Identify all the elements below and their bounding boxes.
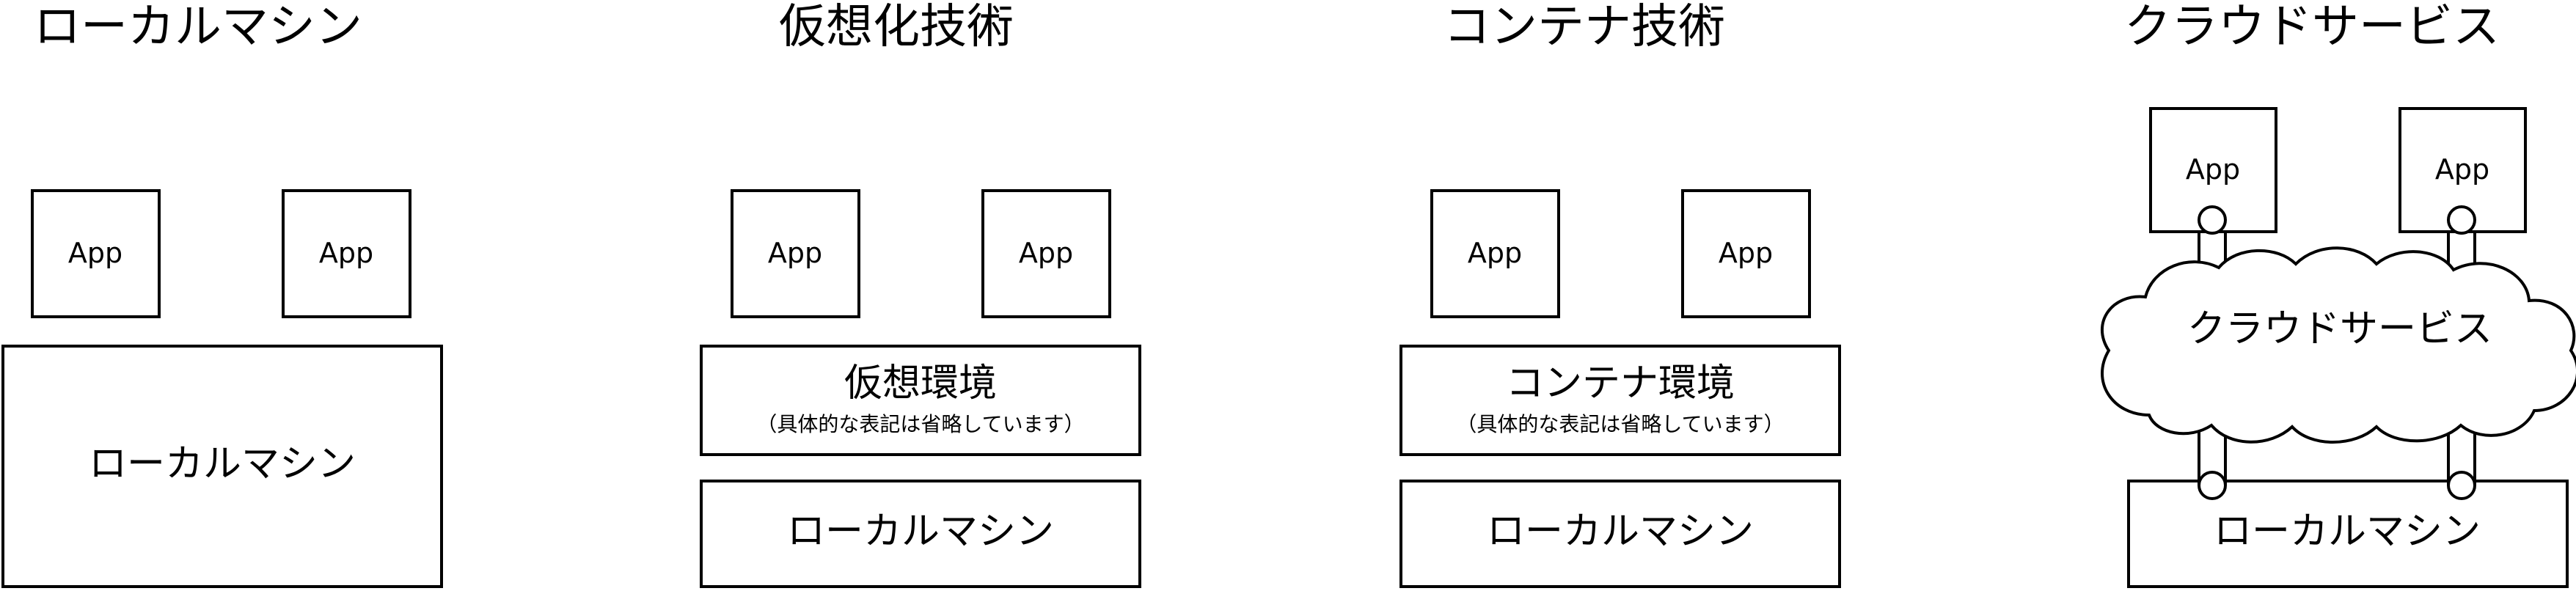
app-box	[31, 189, 161, 318]
container-environment-note: （具体的な表記は省略しています）	[1456, 412, 1784, 436]
column-cloud-service: クラウドサービス App App ローカルマシン クラウドサービス	[2100, 0, 2576, 588]
app-label: App	[1019, 237, 1073, 269]
cloud-shape	[2100, 246, 2576, 444]
column-local-machine: ローカルマシン App App ローカルマシン	[1, 0, 443, 588]
pipe-cap	[2447, 471, 2476, 500]
local-machine-box	[1, 345, 443, 588]
app-label: App	[1468, 237, 1522, 269]
container-environment-box	[1399, 345, 1841, 456]
local-machine-label: ローカルマシン	[2214, 510, 2481, 554]
app-label: App	[319, 237, 373, 269]
app-label: App	[1719, 237, 1773, 269]
column-title: 仮想化技術	[779, 0, 1014, 54]
local-machine-box	[2127, 480, 2569, 588]
app-box	[1430, 189, 1560, 318]
column-title: ローカルマシン	[34, 0, 362, 54]
local-machine-box	[1399, 480, 1841, 588]
app-box	[981, 189, 1111, 318]
pipe-cap	[2198, 471, 2227, 500]
container-environment-label: コンテナ環境	[1506, 361, 1735, 405]
cloud-service-label: クラウドサービス	[2187, 307, 2492, 351]
app-label: App	[768, 237, 822, 269]
pipe-cap	[2198, 205, 2227, 235]
app-box	[1681, 189, 1811, 318]
app-label: App	[2435, 153, 2489, 186]
column-virtualization: 仮想化技術 App App 仮想環境 （具体的な表記は省略しています） ローカル…	[700, 0, 1141, 588]
local-machine-label: ローカルマシン	[89, 442, 356, 486]
virtual-environment-box	[700, 345, 1141, 456]
app-label: App	[68, 237, 122, 269]
column-container: コンテナ技術 App App コンテナ環境 （具体的な表記は省略しています） ロ…	[1399, 0, 1841, 588]
local-machine-label: ローカルマシン	[787, 510, 1054, 554]
virtual-environment-note: （具体的な表記は省略しています）	[756, 412, 1084, 436]
local-machine-label: ローカルマシン	[1487, 510, 1754, 554]
app-label: App	[2186, 153, 2240, 186]
app-box	[282, 189, 411, 318]
virtual-environment-label: 仮想環境	[844, 361, 997, 405]
pipe-cap	[2447, 205, 2476, 235]
app-box	[731, 189, 860, 318]
column-title: コンテナ技術	[1443, 0, 1725, 54]
local-machine-box	[700, 480, 1141, 588]
column-title: クラウドサービス	[2124, 0, 2500, 54]
